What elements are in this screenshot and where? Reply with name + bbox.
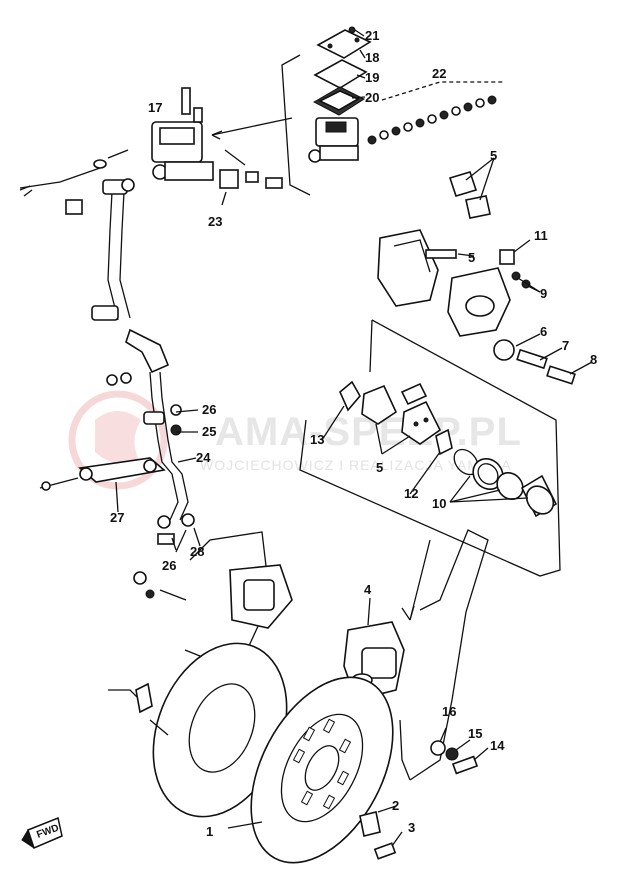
callout-1: 1	[206, 824, 213, 839]
callout-7: 7	[562, 338, 569, 353]
master-cylinder-17	[19, 87, 293, 206]
callout-10: 10	[432, 496, 446, 511]
brake-hose	[39, 178, 201, 553]
callout-13: 13	[310, 432, 324, 447]
callout-6: 6	[540, 324, 547, 339]
callout-19: 19	[365, 70, 379, 85]
master-cylinder-inset	[281, 26, 504, 196]
callout-5a: 5	[490, 148, 497, 163]
callout-26b: 26	[162, 558, 176, 573]
callout-14: 14	[490, 738, 505, 753]
left-caliper-and-disc	[108, 531, 293, 818]
callout-5c: 5	[376, 460, 383, 475]
fwd-arrow-badge: FWD	[21, 816, 63, 850]
callout-27: 27	[110, 510, 124, 525]
watermark-sub: WOJCIECHOWICZ I REALIZACJA YAMAHA	[200, 457, 512, 473]
callout-23: 23	[208, 214, 222, 229]
callout-25: 25	[202, 424, 216, 439]
callout-16: 16	[442, 704, 456, 719]
caliper-exploded	[299, 157, 593, 577]
callout-numbers: 1 2 3 4 5 5 5 6 7 8 9 10 11 12 13 14 15 …	[110, 28, 597, 839]
callout-11: 11	[534, 228, 548, 243]
callout-20: 20	[365, 90, 379, 105]
right-caliper-and-disc	[227, 529, 489, 864]
callout-12: 12	[404, 486, 418, 501]
callout-9: 9	[540, 286, 547, 301]
callout-4: 4	[364, 582, 372, 597]
callout-26a: 26	[202, 402, 216, 417]
callout-8: 8	[590, 352, 597, 367]
callout-5b: 5	[468, 250, 475, 265]
callout-15: 15	[468, 726, 482, 741]
callout-21: 21	[365, 28, 379, 43]
callout-18: 18	[365, 50, 379, 65]
callout-24: 24	[196, 450, 211, 465]
callout-22: 22	[432, 66, 446, 81]
callout-28: 28	[190, 544, 204, 559]
callout-3: 3	[408, 820, 415, 835]
callout-2: 2	[392, 798, 399, 813]
callout-17: 17	[148, 100, 162, 115]
